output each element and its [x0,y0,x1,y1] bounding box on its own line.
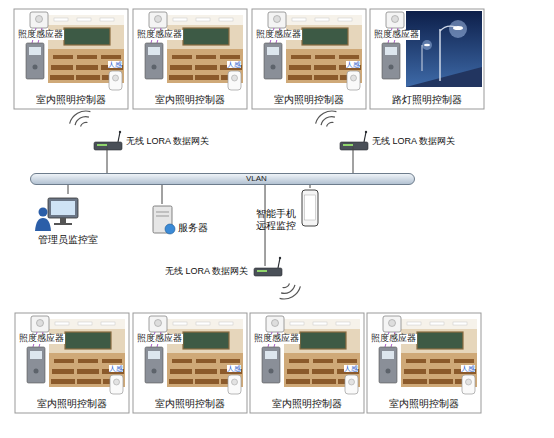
server: 服务器 [150,204,208,234]
sensor-label: 照度感应器 [136,30,183,40]
sensor-label: 照度感应器 [136,334,183,344]
gateway-label: 无线 LORA 数据网关 [165,266,248,277]
motion-sensor-label: 人感 [344,365,358,372]
controller-panel: 照度感应器人感室内照明控制器 [15,313,129,413]
smartphone: 智能手机 远程监控 [256,188,322,232]
motion-sensor-label: 人感 [461,365,475,372]
network-link [68,185,69,194]
panel-caption: 室内照明控制器 [367,398,481,410]
device-label: 服务器 [178,222,208,234]
sensor-label: 照度感应器 [17,30,64,40]
admin-station: 管理员监控室 [38,194,98,246]
device-label: 智能手机 远程监控 [256,208,298,232]
controller-panel: 照度感应器人感室内照明控制器 [14,9,128,109]
sensor-label: 照度感应器 [253,334,300,344]
vlan-bus: VLAN [30,173,415,185]
lora-gateway: 无线 LORA 数据网关 [92,136,209,147]
network-link [107,147,108,173]
motion-sensor-label: 人感 [109,365,123,372]
motion-sensor-label: 人感 [346,61,360,68]
streetlight-panel: 照度感应器路灯照明控制器 [370,9,484,109]
sensor-label: 照度感应器 [255,30,302,40]
lora-gateway: 无线 LORA 数据网关 [338,136,455,147]
network-link [162,185,163,204]
panel-caption: 室内照明控制器 [14,94,128,106]
sensor-label: 照度感应器 [18,334,65,344]
controller-panel: 照度感应器人感室内照明控制器 [133,313,247,413]
network-link [310,185,311,188]
controller-panel: 照度感应器人感室内照明控制器 [250,313,364,413]
panel-caption: 室内照明控制器 [15,398,129,410]
gateway-label: 无线 LORA 数据网关 [126,136,209,147]
lora-gateway: 无线 LORA 数据网关 [165,266,282,277]
motion-sensor-label: 人感 [227,61,241,68]
motion-sensor-label: 人感 [108,61,122,68]
controller-panel: 照度感应器人感室内照明控制器 [133,9,247,109]
gateway-label: 无线 LORA 数据网关 [372,136,455,147]
panel-caption: 室内照明控制器 [250,398,364,410]
panel-caption: 室内照明控制器 [133,398,247,410]
bus-label: VLAN [31,174,414,184]
panel-caption: 室内照明控制器 [133,94,247,106]
panel-caption: 路灯照明控制器 [370,94,484,106]
device-label: 管理员监控室 [38,234,98,246]
network-link [353,147,354,173]
motion-sensor-label: 人感 [227,365,241,372]
controller-panel: 照度感应器人感室内照明控制器 [252,9,366,109]
panel-caption: 室内照明控制器 [252,94,366,106]
sensor-label: 照度感应器 [373,30,420,40]
sensor-label: 照度感应器 [370,334,417,344]
controller-panel: 照度感应器人感室内照明控制器 [367,313,481,413]
